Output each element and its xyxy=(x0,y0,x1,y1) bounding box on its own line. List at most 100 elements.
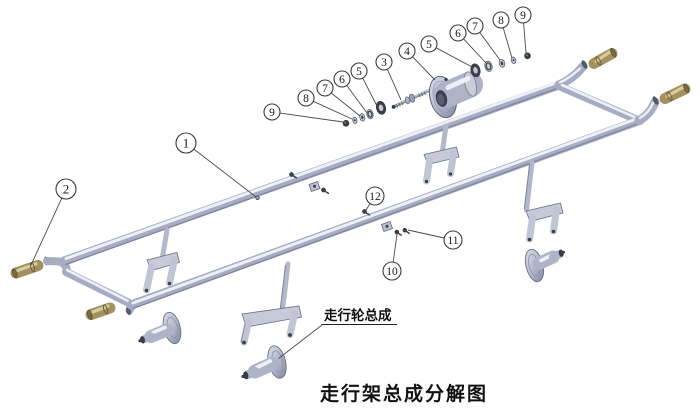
callout-balloon xyxy=(333,70,351,88)
grip-near-left xyxy=(85,302,116,320)
callout-leader xyxy=(463,38,487,64)
callout-leader xyxy=(362,77,378,107)
callout-leader xyxy=(365,203,371,211)
callout-number: 9 xyxy=(269,107,275,119)
callout-leader xyxy=(30,197,63,266)
grip-far-right xyxy=(588,48,618,69)
callout-balloon xyxy=(492,11,510,29)
housing-screw xyxy=(444,77,448,82)
callout-balloon xyxy=(297,89,315,107)
callout-balloon xyxy=(175,132,197,154)
callout-number: 1 xyxy=(183,136,190,151)
callout-balloon xyxy=(443,230,463,250)
tube-open-end xyxy=(652,96,659,105)
callout-4: 4 xyxy=(398,42,436,81)
callout-2: 2 xyxy=(30,178,77,266)
fork-hole xyxy=(527,237,532,242)
callout-1: 1 xyxy=(175,132,257,198)
left-crossbar xyxy=(62,268,133,307)
callout-leader xyxy=(407,229,445,239)
callout-number: 9 xyxy=(520,10,526,22)
callout-leader xyxy=(330,92,361,117)
figure-caption: 走行架总成分解图 xyxy=(320,382,488,405)
callout-11: 11 xyxy=(407,229,463,250)
wheel-fork-2 xyxy=(240,261,302,346)
callout-balloon xyxy=(316,79,334,97)
screw-part-12 xyxy=(362,209,371,216)
callout-balloon xyxy=(420,35,438,53)
hub-housing xyxy=(428,71,483,119)
hub-screw xyxy=(562,250,566,254)
wheel-hub-assembly-2 xyxy=(241,345,287,380)
callout-leader xyxy=(479,32,501,61)
callout-8: 8 xyxy=(492,11,513,59)
callout-number: 7 xyxy=(322,83,328,95)
grip-front-left xyxy=(10,260,44,279)
callout-balloon xyxy=(375,53,393,71)
callout-balloon xyxy=(263,103,281,121)
callout-leader xyxy=(435,47,473,68)
wheel-fork-3 xyxy=(423,123,460,185)
washer-6-left xyxy=(366,109,374,120)
grip-near-right xyxy=(659,83,691,104)
callout-7: 7 xyxy=(316,79,361,117)
wheel-fork-4 xyxy=(523,160,564,243)
callout-8: 8 xyxy=(297,89,353,120)
washers-right-group xyxy=(470,52,531,78)
wheel-fork-1 xyxy=(143,227,180,294)
lug-hole xyxy=(313,184,316,188)
screw-far-rail xyxy=(321,187,330,195)
callout-balloon xyxy=(398,42,416,60)
callout-balloon xyxy=(514,6,532,24)
callout-balloon xyxy=(350,62,368,80)
fork-hole xyxy=(448,172,453,176)
callout-leader xyxy=(313,100,353,120)
callout-9: 9 xyxy=(263,103,344,123)
callout-balloon xyxy=(55,178,77,200)
fork-hole xyxy=(167,281,172,286)
callout-6: 6 xyxy=(449,24,487,64)
callout-10: 10 xyxy=(382,233,402,281)
hub-screw xyxy=(138,339,142,343)
callout-number: 6 xyxy=(455,28,461,40)
screw-part-11 xyxy=(402,227,410,235)
callout-leader xyxy=(346,85,368,114)
washers-left-group xyxy=(342,101,387,127)
wheel-hub-assembly-1 xyxy=(138,311,182,345)
lug-hole xyxy=(385,224,389,228)
callout-number: 8 xyxy=(303,93,309,105)
callout-number: 3 xyxy=(381,57,387,69)
callout-balloon xyxy=(365,186,385,206)
rail-pin-part-1 xyxy=(255,195,260,200)
hub-screw xyxy=(241,374,245,379)
callout-number: 8 xyxy=(498,15,504,27)
callout-number: 2 xyxy=(63,182,70,197)
callout-leader xyxy=(386,69,402,101)
axle-tip xyxy=(391,105,396,109)
near-rail xyxy=(125,96,660,316)
fork-hole xyxy=(242,340,246,345)
grip-end-cap xyxy=(11,268,18,279)
fork-hole xyxy=(144,288,149,293)
callout-number: 10 xyxy=(386,266,398,278)
callout-7: 7 xyxy=(466,17,501,61)
callout-balloon xyxy=(449,24,467,42)
callout-3: 3 xyxy=(375,53,402,101)
screw-part-10 xyxy=(394,229,402,236)
far-rail xyxy=(43,60,588,275)
callout-balloon xyxy=(466,17,484,35)
grip-end-cap xyxy=(683,83,690,94)
callout-leader xyxy=(412,56,436,81)
callout-number: 7 xyxy=(472,21,478,33)
callout-leader xyxy=(193,148,257,198)
fork-hole xyxy=(551,229,556,234)
grip-end-cap xyxy=(610,48,617,58)
callout-number: 4 xyxy=(404,46,410,58)
callout-number: 5 xyxy=(356,66,362,78)
fork-hole xyxy=(288,333,292,337)
wheel-label-leader xyxy=(278,324,323,359)
callout-balloon xyxy=(382,261,402,281)
